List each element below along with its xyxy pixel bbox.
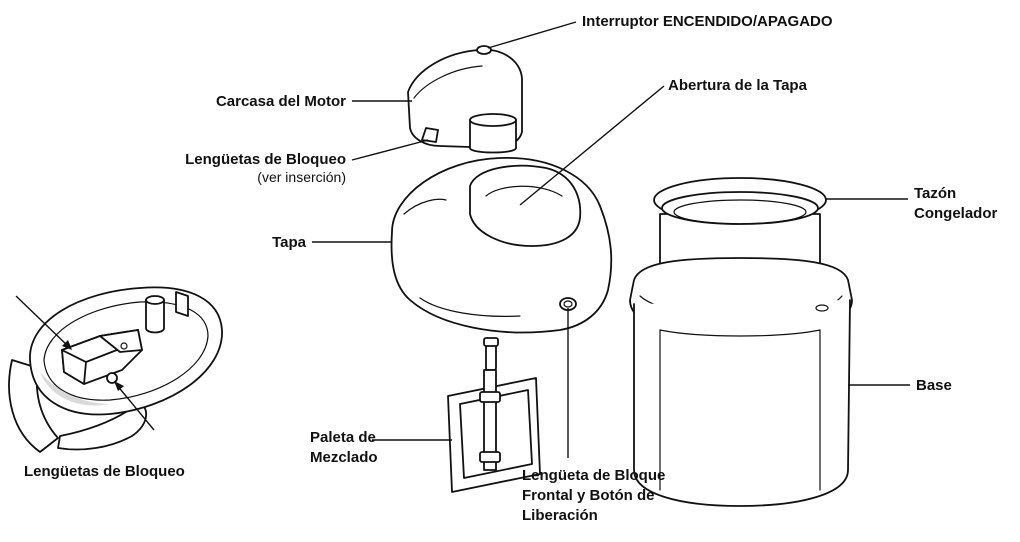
label-freezer-bowl-line2: Congelador	[914, 205, 997, 222]
label-lid-opening: Abertura de la Tapa	[668, 77, 808, 94]
leader-lid-opening	[519, 85, 665, 206]
inset-arrow-lower	[115, 383, 155, 431]
label-freezer-bowl-line1: Tazón	[914, 185, 956, 202]
label-paddle-line1: Paleta de	[310, 429, 376, 446]
inset-arrow-upper	[15, 295, 71, 349]
leader-switch	[487, 21, 577, 49]
label-base: Base	[916, 377, 952, 394]
base-illustration	[629, 257, 853, 507]
lid-illustration	[390, 157, 613, 334]
mixing-paddle-illustration	[447, 337, 541, 493]
inset-lid-underside-illustration	[8, 286, 223, 453]
label-see-inset: (ver inserción)	[257, 169, 346, 185]
label-paddle-line2: Mezclado	[310, 449, 378, 466]
label-locking-tabs: Lengüetas de Bloqueo	[185, 151, 346, 168]
inset-arrowhead-upper	[62, 340, 72, 350]
label-switch: Interruptor ENCENDIDO/APAGADO	[582, 13, 833, 30]
label-front-tab-line1: Lengüeta de Bloque	[522, 467, 665, 484]
label-front-tab-line2: Frontal y Botón de	[522, 487, 655, 504]
label-inset-locking-tabs: Lengüetas de Bloqueo	[24, 463, 185, 480]
label-front-tab-line3: Liberación	[522, 507, 598, 524]
inset-arrowhead-lower	[114, 381, 124, 391]
label-motor-housing: Carcasa del Motor	[216, 93, 346, 110]
label-lid: Tapa	[272, 234, 307, 251]
motor-housing-illustration	[407, 45, 523, 154]
leader-locking-tabs	[351, 139, 429, 161]
